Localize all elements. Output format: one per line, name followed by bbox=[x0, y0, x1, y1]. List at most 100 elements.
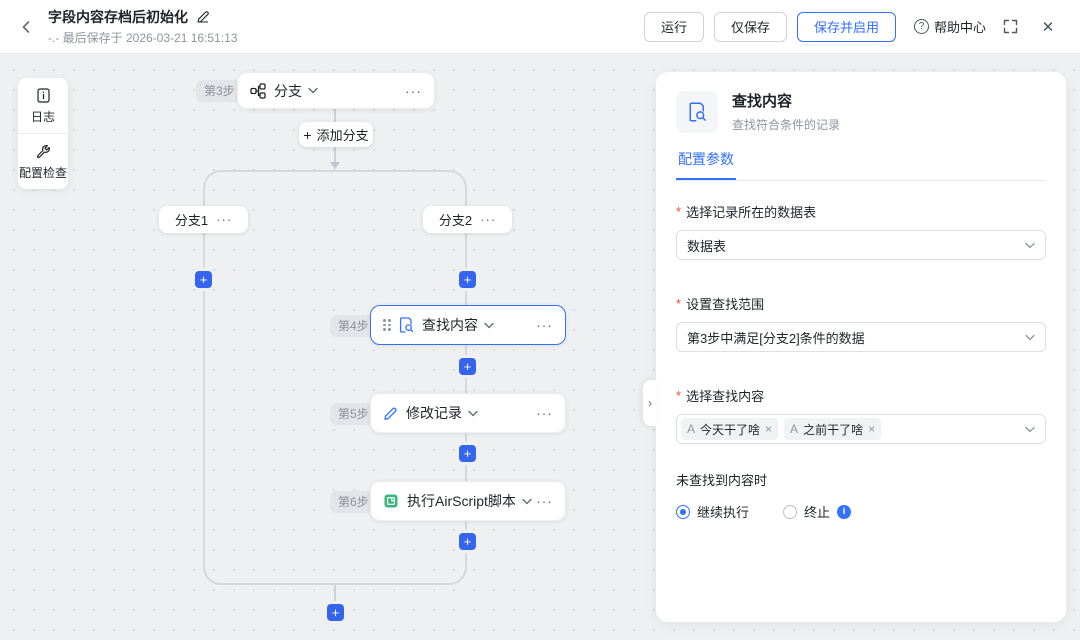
radio-terminate[interactable]: 终止 i bbox=[783, 502, 852, 521]
panel-title: 查找内容 bbox=[732, 93, 793, 110]
selected-field-tag: A 今天干了啥 × bbox=[681, 418, 779, 440]
collapse-icon: › bbox=[648, 396, 652, 410]
info-icon[interactable]: i bbox=[837, 504, 852, 519]
back-button[interactable] bbox=[14, 15, 38, 39]
logs-button[interactable]: 日志 bbox=[18, 78, 68, 133]
chevron-down-icon[interactable] bbox=[484, 322, 494, 329]
page-title: 字段内容存档后初始化 bbox=[48, 9, 188, 25]
fullscreen-icon bbox=[1003, 19, 1017, 34]
branch-icon bbox=[250, 82, 266, 99]
chevron-down-icon[interactable] bbox=[308, 87, 318, 94]
chevron-down-icon[interactable] bbox=[522, 498, 532, 505]
branch1-label: 分支1 bbox=[174, 213, 209, 228]
help-label: 帮助中心 bbox=[933, 20, 986, 35]
add-step-button[interactable]: + bbox=[459, 533, 476, 550]
field-tag-label: 今天干了啥 bbox=[700, 422, 761, 437]
fullscreen-button[interactable] bbox=[996, 13, 1024, 41]
node-more-icon[interactable]: ··· bbox=[536, 317, 553, 333]
radio-selected-icon bbox=[676, 504, 690, 519]
node-more-icon[interactable]: ··· bbox=[536, 405, 553, 421]
chevron-down-icon bbox=[1025, 242, 1035, 248]
add-step-button[interactable]: + bbox=[195, 271, 212, 288]
pencil-icon bbox=[384, 407, 397, 420]
chevron-down-icon bbox=[1025, 334, 1035, 340]
node-airscript-label: 执行AirScript脚本 bbox=[407, 493, 516, 509]
range-select-value: 第3步中满足[分支2]条件的数据 bbox=[687, 330, 865, 346]
range-select[interactable]: 第3步中满足[分支2]条件的数据 bbox=[676, 322, 1046, 352]
range-field-label: * 设置查找范围 bbox=[676, 296, 765, 312]
canvas-toolbar: 日志 配置检查 bbox=[18, 78, 68, 189]
node-find-content[interactable]: 查找内容 ··· bbox=[370, 305, 566, 345]
radio-unselected-icon bbox=[783, 504, 798, 519]
node-modify-record[interactable]: 修改记录 ··· bbox=[370, 393, 566, 433]
arrow-down-icon bbox=[330, 162, 340, 169]
add-step-button[interactable]: + bbox=[459, 445, 476, 462]
table-select[interactable]: 数据表 bbox=[676, 230, 1046, 260]
run-button[interactable]: 运行 bbox=[643, 11, 704, 42]
logs-label: 日志 bbox=[30, 110, 55, 124]
branch1-more-icon[interactable]: ··· bbox=[216, 212, 233, 227]
not-found-label: 未查找到内容时 bbox=[676, 473, 768, 488]
add-step-button[interactable]: + bbox=[327, 604, 344, 621]
node-find-label: 查找内容 bbox=[422, 317, 478, 333]
chevron-down-icon bbox=[1025, 426, 1035, 432]
save-status: -.- 最后保存于 2026-03-21 16:51:13 bbox=[48, 31, 238, 45]
close-button[interactable]: ✕ bbox=[1034, 13, 1062, 41]
workflow-canvas[interactable]: 日志 配置检查 第3步 分支 ··· + 添加分支 分支1 ··· bbox=[0, 54, 1080, 640]
save-enable-button[interactable]: 保存并启用 bbox=[796, 11, 896, 42]
connector-line-bottom bbox=[334, 585, 336, 605]
radio-continue[interactable]: 继续执行 bbox=[676, 502, 749, 521]
chevron-down-icon[interactable] bbox=[468, 410, 478, 417]
remove-tag-icon[interactable]: × bbox=[765, 422, 773, 436]
branch1-pill[interactable]: 分支1 ··· bbox=[159, 206, 248, 233]
add-step-button[interactable]: + bbox=[459, 271, 476, 288]
branch2-label: 分支2 bbox=[438, 213, 473, 228]
collapse-panel-button[interactable]: › bbox=[643, 380, 657, 426]
help-center-link[interactable]: ? 帮助中心 bbox=[913, 17, 986, 36]
plus-icon: + bbox=[303, 126, 312, 143]
edit-title-icon[interactable] bbox=[196, 10, 210, 24]
content-field-label: * 选择查找内容 bbox=[676, 388, 765, 404]
remove-tag-icon[interactable]: × bbox=[868, 422, 876, 436]
config-panel: › 查找内容 查找符合条件的记录 配置参数 * 选择记录所在的数据表 bbox=[643, 72, 1066, 622]
add-branch-button[interactable]: + 添加分支 bbox=[299, 122, 373, 147]
header: 字段内容存档后初始化 -.- 最后保存于 2026-03-21 16:51:13… bbox=[0, 0, 1080, 54]
table-field-label: * 选择记录所在的数据表 bbox=[676, 204, 817, 220]
selected-field-tag: A 之前干了啥 × bbox=[784, 418, 882, 440]
find-content-icon bbox=[399, 317, 414, 333]
node-branch[interactable]: 分支 ··· bbox=[237, 72, 435, 109]
save-only-button[interactable]: 仅保存 bbox=[713, 11, 787, 42]
branch2-more-icon[interactable]: ··· bbox=[480, 212, 497, 227]
panel-tabs: 配置参数 bbox=[676, 149, 1046, 181]
add-step-button[interactable]: + bbox=[459, 358, 476, 375]
config-check-button[interactable]: 配置检查 bbox=[18, 133, 68, 189]
airscript-icon bbox=[384, 494, 398, 508]
radio-continue-label: 继续执行 bbox=[697, 505, 750, 520]
required-mark: * bbox=[676, 296, 682, 311]
find-content-icon bbox=[689, 102, 706, 121]
field-type-icon: A bbox=[687, 422, 696, 436]
branch2-pill[interactable]: 分支2 ··· bbox=[423, 206, 512, 233]
add-branch-label: 添加分支 bbox=[316, 128, 369, 143]
content-multiselect[interactable]: A 今天干了啥 × A 之前干了啥 × bbox=[676, 414, 1046, 444]
tab-config-params[interactable]: 配置参数 bbox=[676, 149, 736, 180]
panel-icon-box bbox=[676, 90, 718, 133]
required-mark: * bbox=[676, 204, 682, 219]
branch-container bbox=[203, 170, 467, 585]
chevron-left-icon bbox=[22, 20, 30, 33]
field-tag-label: 之前干了啥 bbox=[803, 422, 864, 437]
wrench-icon bbox=[36, 145, 50, 158]
radio-terminate-label: 终止 bbox=[804, 505, 831, 520]
close-icon: ✕ bbox=[1041, 18, 1055, 36]
table-select-value: 数据表 bbox=[687, 238, 727, 254]
required-mark: * bbox=[676, 388, 682, 403]
node-modify-label: 修改记录 bbox=[406, 405, 462, 421]
node-more-icon[interactable]: ··· bbox=[405, 82, 422, 99]
node-more-icon[interactable]: ··· bbox=[536, 493, 553, 509]
node-airscript[interactable]: 执行AirScript脚本 ··· bbox=[370, 481, 566, 521]
node-branch-label: 分支 bbox=[274, 82, 302, 99]
field-type-icon: A bbox=[790, 422, 799, 436]
panel-subtitle: 查找符合条件的记录 bbox=[732, 118, 841, 132]
drag-handle-icon[interactable] bbox=[383, 319, 391, 331]
help-icon: ? bbox=[913, 19, 929, 34]
